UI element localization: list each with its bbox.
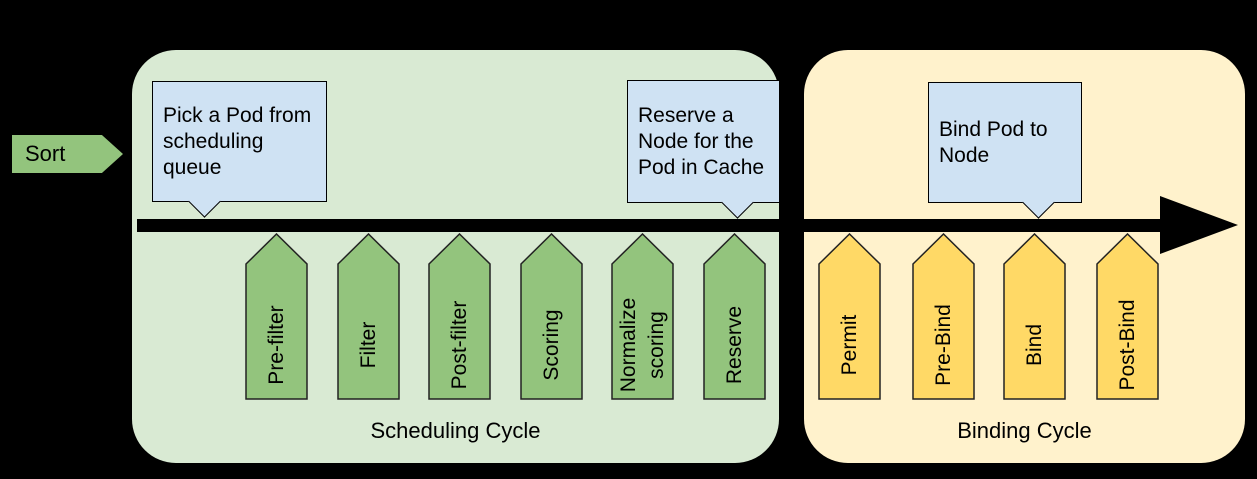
stage-arrow-post-filter: Post-filter xyxy=(428,233,491,400)
stage-arrow-permit: Permit xyxy=(818,233,881,400)
callout-bind-pod: Bind Pod to Node xyxy=(928,82,1082,219)
stage-label: Bind xyxy=(1022,323,1046,367)
timeline-arrow-shaft xyxy=(137,219,1165,232)
stage-label: Pre-filter xyxy=(264,305,288,385)
stage-label: Normalize scoring xyxy=(616,297,668,393)
callout-text: Pick a Pod from scheduling queue xyxy=(163,103,312,179)
callout-text: Reserve a Node for the Pod in Cache xyxy=(638,103,765,179)
stage-label: Scoring xyxy=(539,309,563,381)
sort-label: Sort xyxy=(25,141,66,166)
sort-arrow: Sort xyxy=(12,135,123,173)
stage-arrow-filter: Filter xyxy=(337,233,400,400)
stage-label: Permit xyxy=(837,314,861,376)
stage-arrow-scoring: Scoring xyxy=(520,233,583,400)
stage-arrow-pre-bind: Pre-Bind xyxy=(912,233,975,400)
pentagon-arrow-shape xyxy=(611,233,674,400)
scheduling-cycle-label: Scheduling Cycle xyxy=(370,418,541,443)
stage-label: Post-filter xyxy=(447,300,471,390)
stage-label: Reserve xyxy=(722,305,746,385)
pentagon-arrow-shape xyxy=(245,233,308,400)
pentagon-arrow-shape xyxy=(428,233,491,400)
pentagon-arrow-shape xyxy=(337,233,400,400)
callout-pick-pod: Pick a Pod from scheduling queue xyxy=(152,81,327,218)
stage-label: Pre-Bind xyxy=(931,304,955,386)
stage-arrow-post-bind: Post-Bind xyxy=(1096,233,1159,400)
pentagon-arrow-shape xyxy=(1096,233,1159,400)
callout-text: Bind Pod to Node xyxy=(939,117,1048,167)
callout-reserve-node: Reserve a Node for the Pod in Cache xyxy=(627,80,780,219)
stage-arrow-reserve: Reserve xyxy=(703,233,766,400)
pentagon-arrow-shape xyxy=(912,233,975,400)
pentagon-arrow-shape xyxy=(1003,233,1066,400)
stage-arrow-pre-filter: Pre-filter xyxy=(245,233,308,400)
stage-label: Post-Bind xyxy=(1115,299,1139,391)
binding-cycle-label: Binding Cycle xyxy=(957,418,1092,443)
pentagon-arrow-shape xyxy=(818,233,881,400)
pentagon-arrow-shape xyxy=(703,233,766,400)
stage-arrow-normalize-scoring: Normalize scoring xyxy=(611,233,674,400)
stage-label: Filter xyxy=(356,321,380,369)
stage-arrow-bind: Bind xyxy=(1003,233,1066,400)
pentagon-arrow-shape xyxy=(520,233,583,400)
